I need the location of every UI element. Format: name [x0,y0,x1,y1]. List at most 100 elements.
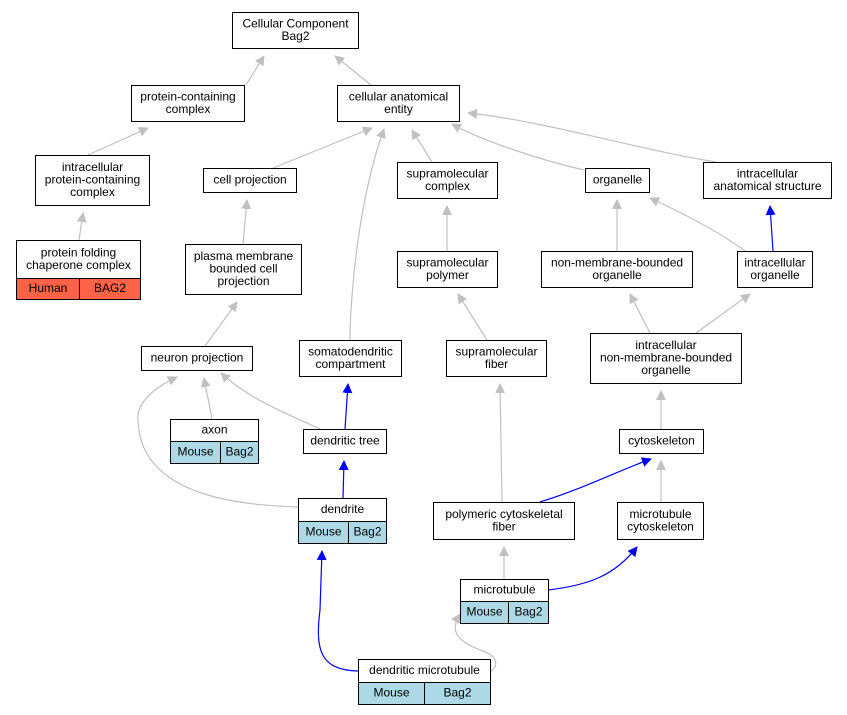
edge-intracellular-organelle-to-organelle [649,197,746,252]
node-box [141,346,253,371]
node-label-line: supramolecular [406,255,488,269]
species-label: Human [29,281,68,295]
edge-axon-to-neuron-projection [200,377,213,420]
species-label: Mouse [305,525,341,539]
edge-dendritic-microtubule-to-dendrite [316,550,359,672]
gene-label: Bag2 [225,445,253,459]
node-box [203,168,297,193]
edge-intracellular-non-membrane-bounded-organelle-to-intracellular-organelle [695,293,751,334]
node-box [185,244,302,295]
node-label-line: cellular anatomical [349,89,448,103]
gene-cell [220,441,259,464]
edge-dendritic-microtubule-to-microtubule [450,613,497,673]
edge-polymeric-cytoskeletal-fiber-to-supramolecular-fiber [495,383,506,503]
node-cell-projection[interactable]: cell projection [203,168,297,193]
node-label-line: intracellular [635,338,696,352]
node-label-line: intracellular [737,166,798,180]
edge-dendrite-to-dendritic-tree [338,460,349,499]
node-box [397,251,498,288]
node-box [617,502,704,540]
node-label-line: polymer [426,268,469,282]
edge-somatodendritic-compartment-to-cellular-anatomical-entity [349,128,386,341]
edge-cell-projection-to-cellular-anatomical-entity [272,126,373,169]
node-label-line: microtubule [473,583,535,597]
node-box [433,502,575,540]
edge-intracellular-organelle-to-intracellular-anatomical-structure [765,205,776,252]
node-box [303,429,387,454]
node-label-line: protein-containing [140,89,235,103]
node-label-line: complex [70,185,115,199]
node-label-line: entity [384,102,413,116]
node-box [299,340,402,377]
node-label-line: organelle [750,268,800,282]
node-label-line: plasma membrane [194,249,294,263]
edge-protein-folding-chaperone-complex-to-intracellular-protein-containing-complex [76,212,87,241]
edge-plasma-membrane-bounded-cell-projection-to-cell-projection [241,199,252,245]
node-label-line: dendritic tree [310,434,380,448]
node-label-line: protein folding [41,245,116,259]
node-box [131,85,245,122]
edge-neuron-projection-to-plasma-membrane-bounded-cell-projection [204,301,238,347]
node-intracellular-non-membrane-bounded-organelle[interactable]: intracellularnon-membrane-boundedorganel… [590,333,742,384]
node-box [446,340,547,377]
node-label-line: Cellular Component [242,16,349,30]
node-neuron-projection[interactable]: neuron projection [141,346,253,371]
node-label-line: intracellular [62,160,123,174]
node-label-line: supramolecular [406,166,488,180]
node-label-line: non-membrane-bounded [551,255,683,269]
node-box [337,85,460,122]
node-cytoskeleton[interactable]: cytoskeleton [619,429,704,454]
node-label-line: intracellular [744,255,805,269]
gene-cell [424,682,491,705]
node-box [397,162,498,199]
node-label-line: neuron projection [151,351,244,365]
edge-intracellular-protein-containing-complex-to-protein-containing-complex [87,127,149,156]
node-label-line: compartment [315,357,386,371]
node-label-line: protein-containing [45,173,140,187]
node-label-line: fiber [492,519,515,533]
gene-cell [79,278,141,300]
node-box [737,251,813,288]
nodes-layer: Cellular ComponentBag2protein-containing… [16,12,832,705]
edge-supramolecular-complex-to-cellular-anatomical-entity [411,129,433,163]
node-label-line: projection [217,274,269,288]
node-dendritic-tree[interactable]: dendritic tree [303,429,387,454]
node-label-line: supramolecular [455,344,537,358]
species-label: Mouse [373,686,409,700]
node-label-line: bounded cell [209,262,277,276]
edge-intracellular-anatomical-structure-to-cellular-anatomical-entity [467,108,717,163]
node-organelle[interactable]: organelle [585,168,650,193]
edge-dendritic-tree-to-somatodendritic-compartment [342,383,353,430]
node-label-line: microtubule [629,507,691,521]
node-box [590,333,742,384]
gene-label: BAG2 [94,281,126,295]
node-label-line: anatomical structure [713,179,821,193]
node-box [232,12,359,49]
node-label-line: organelle [641,363,691,377]
edge-organelle-to-cellular-anatomical-entity [451,123,585,171]
gene-label: Bag2 [353,525,381,539]
gene-cell [508,601,549,624]
node-label-line: polymeric cytoskeletal [445,507,562,521]
edge-intracellular-non-membrane-bounded-organelle-to-non-membrane-bounded-organelle [629,293,651,334]
